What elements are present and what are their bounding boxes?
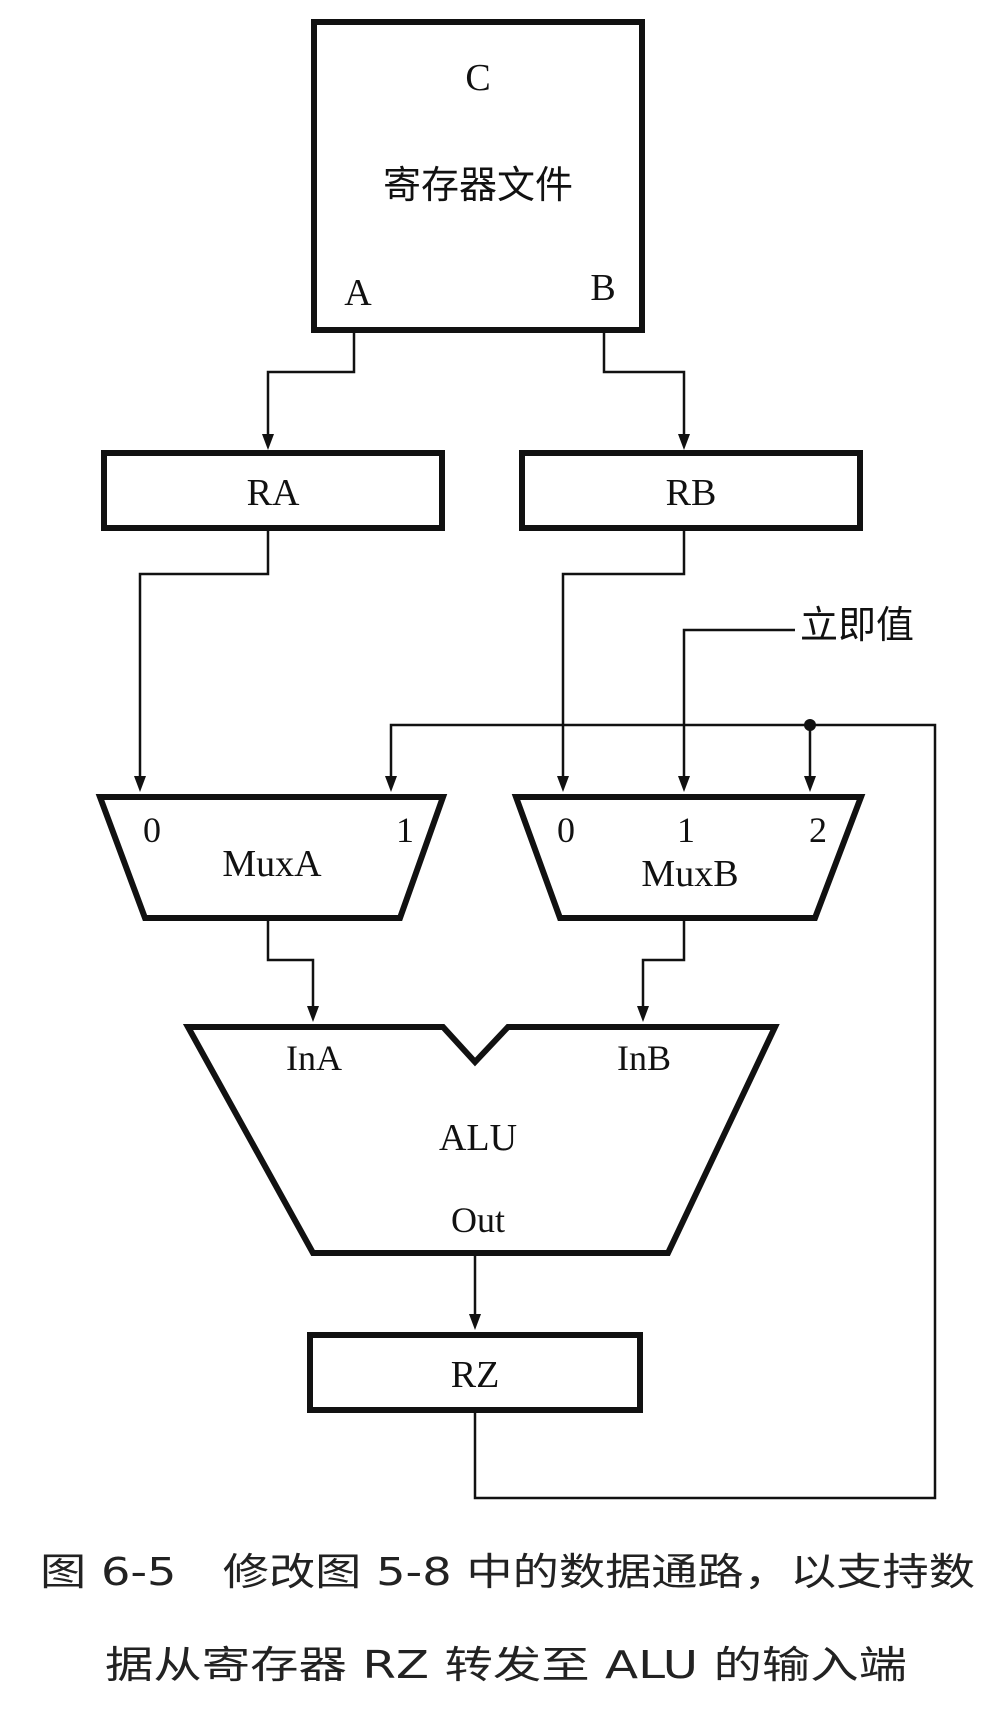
register-file-port-c: C bbox=[465, 57, 490, 99]
muxb-input-2: 2 bbox=[809, 810, 827, 850]
rb-label: RB bbox=[666, 472, 717, 514]
register-file-port-b: B bbox=[590, 267, 615, 309]
junction-dot bbox=[804, 719, 816, 731]
caption-line-2: 据从寄存器 RZ 转发至 ALU 的输入端 bbox=[105, 1643, 907, 1687]
muxb: 0 1 2 MuxB bbox=[511, 794, 866, 921]
rz-label: RZ bbox=[451, 1354, 500, 1396]
register-rz: RZ bbox=[307, 1332, 643, 1413]
register-rb: RB bbox=[519, 450, 863, 531]
muxb-input-1: 1 bbox=[677, 810, 695, 850]
ra-label: RA bbox=[247, 472, 300, 514]
alu-label: ALU bbox=[439, 1117, 517, 1159]
alu-input-b: InB bbox=[617, 1038, 671, 1078]
wire-b-to-rb bbox=[602, 333, 690, 450]
register-ra: RA bbox=[101, 450, 445, 531]
forwarding-wire bbox=[385, 719, 937, 1500]
wire-muxb-to-alu bbox=[637, 920, 686, 1022]
wire-ra-to-muxa bbox=[134, 530, 270, 792]
wire-rb-to-muxb bbox=[557, 530, 686, 792]
register-file: C 寄存器文件 A B bbox=[311, 19, 645, 333]
immediate-label: 立即值 bbox=[800, 603, 914, 647]
caption-line-1: 图 6-5 修改图 5-8 中的数据通路，以支持数 bbox=[40, 1550, 975, 1594]
muxa-input-1: 1 bbox=[396, 810, 414, 850]
wire-immediate-to-muxb bbox=[678, 628, 795, 792]
muxa-label: MuxA bbox=[222, 843, 322, 885]
wire-alu-to-rz bbox=[469, 1255, 481, 1330]
muxa: 0 1 MuxA bbox=[95, 794, 448, 921]
wire-a-to-ra bbox=[262, 333, 356, 450]
muxa-input-0: 0 bbox=[143, 810, 161, 850]
muxb-label: MuxB bbox=[641, 853, 738, 895]
muxb-input-0: 0 bbox=[557, 810, 575, 850]
register-file-port-a: A bbox=[344, 272, 372, 314]
wire-muxa-to-alu bbox=[266, 920, 319, 1022]
alu-input-a: InA bbox=[286, 1038, 342, 1078]
register-file-title: 寄存器文件 bbox=[383, 163, 573, 207]
alu: InA InB ALU Out bbox=[182, 1024, 780, 1256]
alu-output: Out bbox=[451, 1200, 505, 1240]
